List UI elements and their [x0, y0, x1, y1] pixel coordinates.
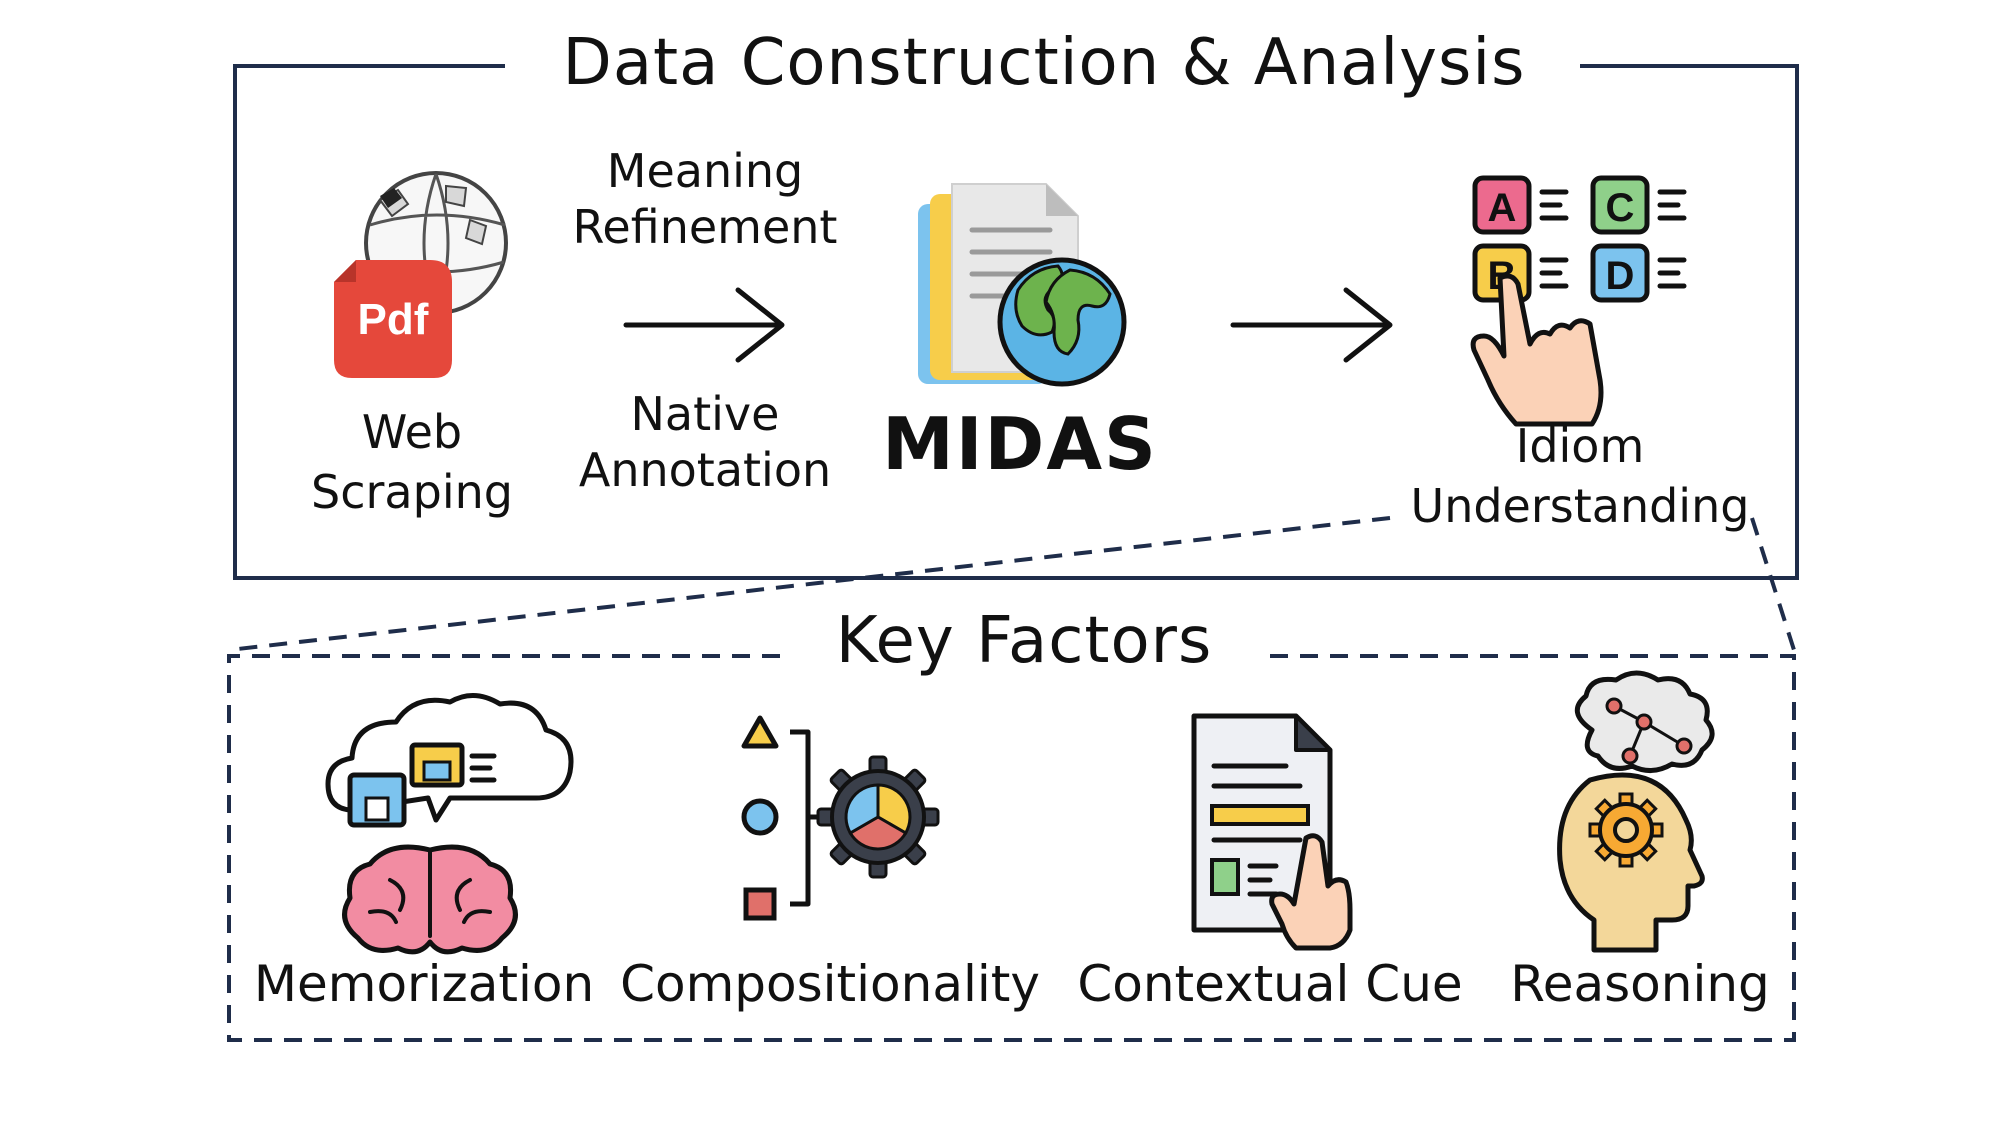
idiom-understanding-label: Idiom Understanding [1400, 416, 1760, 536]
shapes-gear-icon [741, 715, 940, 921]
web-scraping-line2: Scraping [311, 465, 513, 519]
meaning-refinement-line1: Meaning [606, 144, 804, 198]
earth-globe-icon [997, 257, 1127, 387]
web-scraping-line1: Web [361, 405, 463, 459]
document-touch-icon [1191, 713, 1353, 951]
svg-text:A: A [1488, 186, 1517, 230]
pdf-file-icon: Pdf [334, 260, 452, 378]
factor-label-contextual-cue: Contextual Cue [1077, 955, 1463, 1013]
native-annotation-line2: Annotation [578, 443, 832, 497]
bottom-frame [227, 654, 1796, 1042]
idiom-understanding-line1: Idiom [1515, 419, 1645, 473]
pdf-label: Pdf [358, 295, 429, 344]
section-title-data-construction: Data Construction & Analysis [562, 26, 1526, 100]
arrow-right-1 [623, 287, 785, 363]
head-gear-icon [1557, 670, 1715, 953]
native-annotation-line1: Native [630, 387, 780, 441]
factor-label-compositionality: Compositionality [620, 955, 1040, 1013]
factor-label-memorization: Memorization [253, 955, 595, 1013]
quiz-choices-icon: A C B D [1472, 175, 1687, 303]
svg-text:C: C [1606, 186, 1635, 230]
dataset-name: MIDAS [882, 402, 1158, 486]
zoom-line-right [1750, 517, 1796, 651]
native-annotation-label: Native Annotation [570, 386, 840, 498]
zoom-line-left [228, 516, 1391, 652]
svg-text:D: D [1606, 254, 1635, 298]
meaning-refinement-label: Meaning Refinement [570, 143, 840, 255]
factor-label-reasoning: Reasoning [1510, 955, 1770, 1013]
section-title-key-factors: Key Factors [835, 604, 1213, 678]
brain-memory-icon [325, 693, 574, 955]
web-scraping-label: Web Scraping [292, 402, 532, 522]
idiom-understanding-line2: Understanding [1410, 479, 1750, 533]
arrow-right-2 [1230, 287, 1393, 363]
pointing-hand-icon [1470, 273, 1604, 427]
top-frame [233, 64, 1799, 580]
meaning-refinement-line2: Refinement [572, 200, 838, 254]
